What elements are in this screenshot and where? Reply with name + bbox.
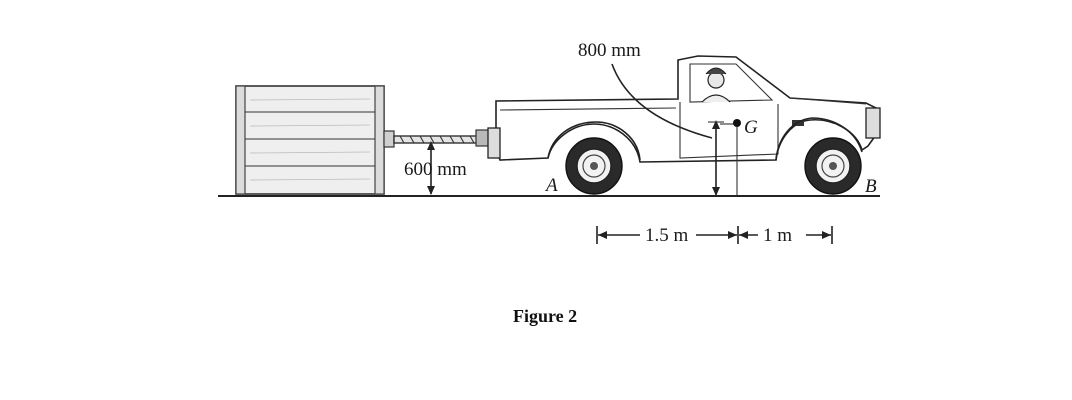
label-point-a: A xyxy=(544,175,558,196)
label-point-b: B xyxy=(865,176,877,197)
label-1m: 1 m xyxy=(763,225,792,246)
leader-line-800mm xyxy=(611,63,713,139)
center-of-gravity xyxy=(708,119,741,196)
label-600mm: 600 mm xyxy=(404,159,467,180)
horizontal-dimensions xyxy=(596,226,833,244)
rear-wheel xyxy=(565,137,623,195)
figure-caption: Figure 2 xyxy=(513,306,577,326)
hitch-height-dimension xyxy=(427,141,435,195)
label-1-5m: 1.5 m xyxy=(645,225,689,246)
crate xyxy=(235,85,385,195)
label-center-g: G xyxy=(744,117,758,138)
front-wheel xyxy=(804,137,862,195)
tow-bar xyxy=(383,129,497,148)
label-800mm: 800 mm xyxy=(578,40,641,61)
pickup-truck xyxy=(487,55,881,163)
